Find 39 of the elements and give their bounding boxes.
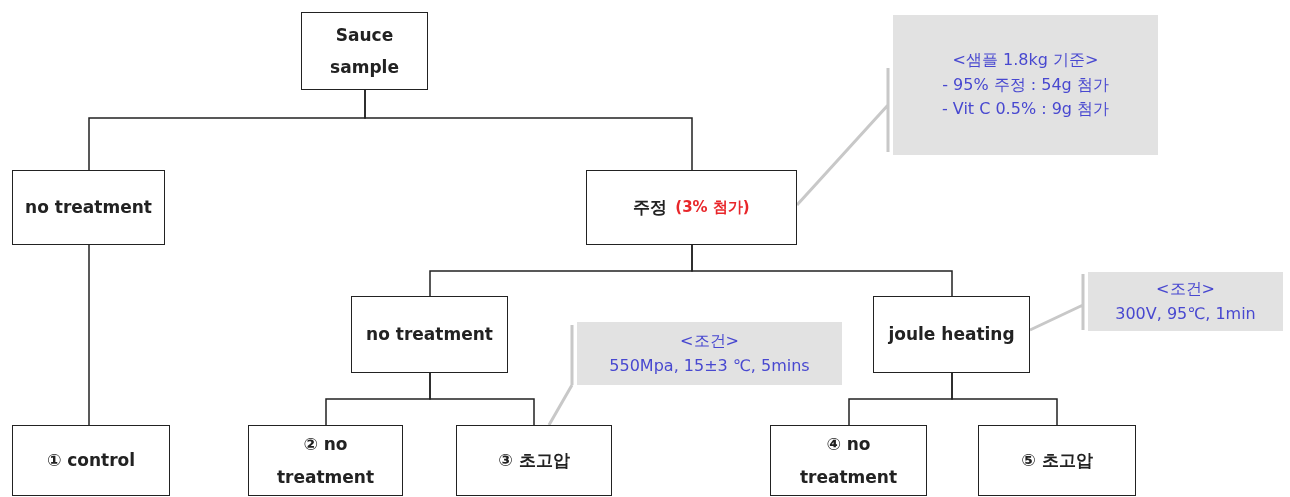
box-label: joule heating [888, 323, 1015, 347]
process-box [586, 170, 797, 245]
note-text: - Vit C 0.5% : 9g 첨가 [941, 98, 1110, 121]
process-box [12, 170, 165, 245]
connector-line [88, 244, 90, 426]
box-label: no treatment [25, 196, 152, 220]
note-text: <조건> [1156, 277, 1215, 300]
note-box [1088, 272, 1283, 331]
box-label: ④ no treatment [798, 433, 899, 489]
connector-line [691, 244, 953, 297]
box-label: ② no treatment [275, 433, 376, 489]
result-box [978, 425, 1136, 496]
note-text: <조건> [680, 329, 739, 352]
connector-line [429, 372, 535, 426]
note-box [893, 15, 1158, 155]
leader-line [1028, 272, 1085, 332]
box-label: 주정 [633, 196, 668, 220]
note-text: 300V, 95℃, 1min [1115, 302, 1256, 325]
box-label: no treatment [366, 323, 493, 347]
connector-line [364, 89, 693, 171]
box-label: Sauce sample [329, 23, 400, 79]
box-label: ① control [46, 449, 136, 473]
box-label: ③ 초고압 [498, 449, 570, 473]
result-box [770, 425, 927, 496]
result-box [248, 425, 403, 496]
note-text: - 95% 주정 : 54g 첨가 [942, 73, 1109, 96]
box-label: ⑤ 초고압 [1021, 449, 1093, 473]
process-box [873, 296, 1030, 373]
result-box [456, 425, 612, 496]
note-text: 550Mpa, 15±3 ℃, 5mins [609, 354, 810, 377]
box-label: (3% 첨가) [675, 197, 750, 219]
process-box [301, 12, 428, 90]
connector-line [951, 372, 1058, 426]
leader-line [795, 66, 890, 207]
note-box [577, 322, 842, 385]
note-text: <샘플 1.8kg 기준> [952, 48, 1099, 71]
leader-line [547, 323, 574, 427]
process-box [351, 296, 508, 373]
result-box [12, 425, 170, 496]
